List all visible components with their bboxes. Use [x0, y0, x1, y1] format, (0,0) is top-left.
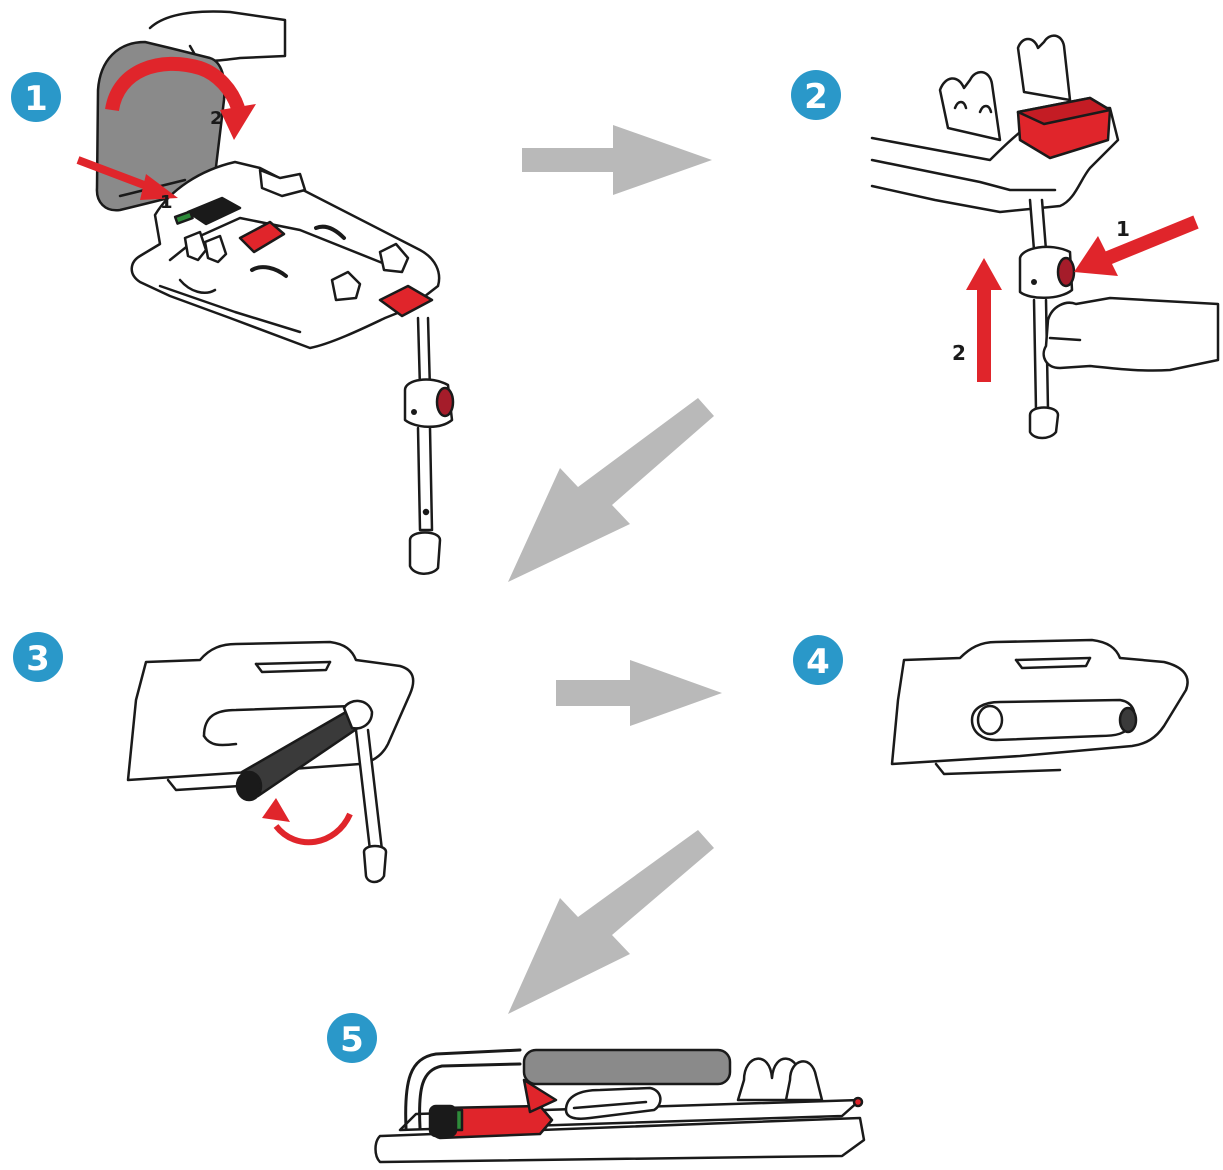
step-badge-1: 1 [11, 72, 61, 122]
flow-arrow-3-to-4 [556, 660, 722, 726]
step-badge-3: 3 [13, 632, 63, 682]
step-number-1: 1 [24, 79, 48, 119]
step-number-4: 4 [806, 642, 830, 682]
flow-arrow-4-to-5 [508, 830, 714, 1014]
step-3-illustration [126, 640, 415, 884]
hand-graphic [1042, 296, 1220, 372]
push-arrow-1 [1105, 215, 1199, 265]
folded-panel [522, 1048, 732, 1086]
curved-arrow-2 [105, 56, 245, 112]
step-1-label-2: 2 [210, 108, 223, 129]
red-pad-front [378, 284, 434, 318]
step-number-5: 5 [340, 1020, 364, 1060]
step-1-label-1: 1 [160, 192, 173, 213]
red-pad-center [238, 220, 286, 254]
step-1-red-arrows: 2 1 [76, 56, 256, 213]
step-badge-4: 4 [793, 635, 843, 685]
flow-arrow-1-to-2 [522, 125, 712, 195]
step-5-illustration [374, 1048, 866, 1164]
step-3-red-arrow [262, 798, 353, 846]
step-number-2: 2 [804, 77, 828, 117]
flow-arrow-2-to-3 [508, 398, 714, 582]
step-number-3: 3 [26, 639, 50, 679]
step-2-label-2: 2 [952, 341, 966, 365]
push-arrow-1 [76, 156, 154, 192]
step-2-illustration [870, 34, 1220, 440]
step-badge-5: 5 [327, 1013, 377, 1063]
green-indicator [173, 210, 194, 225]
step-4-illustration [890, 638, 1189, 776]
release-button [186, 196, 242, 226]
step-badge-2: 2 [791, 70, 841, 120]
folded-base [374, 1116, 866, 1164]
step-2-label-1: 1 [1116, 217, 1130, 241]
step-1-illustration [95, 10, 455, 575]
green-indicator [454, 1108, 464, 1132]
step-2-red-arrows: 1 2 [952, 215, 1199, 382]
